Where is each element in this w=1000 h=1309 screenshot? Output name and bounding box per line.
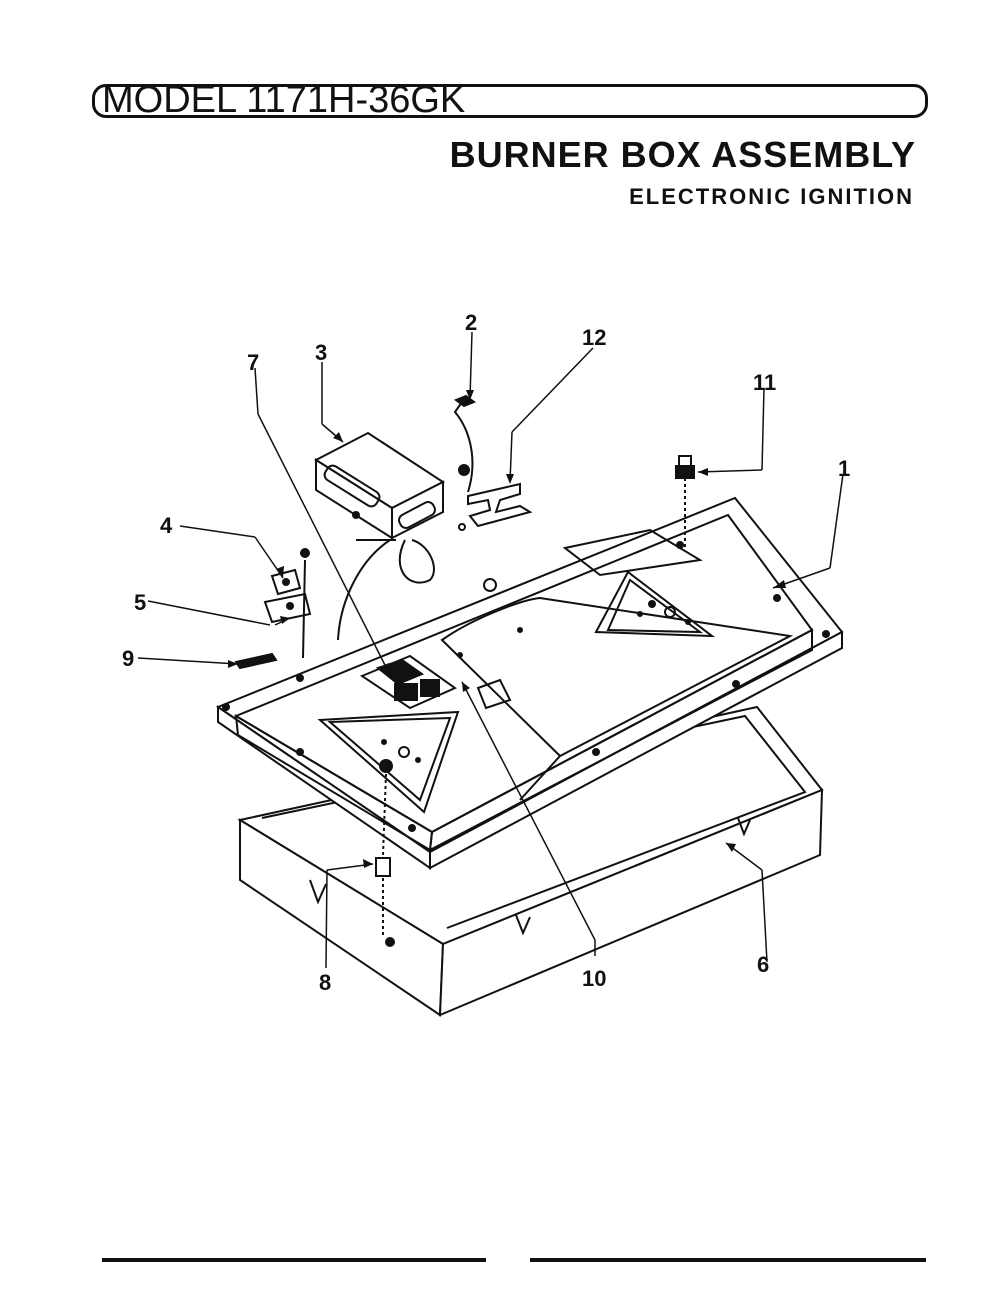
bracket <box>458 464 533 531</box>
callout-10: 10 <box>582 966 606 991</box>
callout-8: 8 <box>319 970 331 995</box>
callout-1: 1 <box>838 456 850 481</box>
model-number: MODEL 1171H-36GK <box>102 79 466 121</box>
mounting-hardware <box>234 548 312 670</box>
screw-part-11 <box>675 455 695 550</box>
footer-rule-right <box>530 1258 926 1262</box>
model-banner-frame <box>92 84 928 118</box>
callout-2: 2 <box>465 310 477 335</box>
callout-5: 5 <box>134 590 146 615</box>
callout-9: 9 <box>122 646 134 671</box>
fitting-part-8 <box>375 759 393 935</box>
callout-11: 11 <box>753 370 776 395</box>
leader-arrowheads <box>228 390 786 868</box>
ignition-lead <box>337 394 477 641</box>
lower-box-pan <box>237 705 824 1017</box>
assembly-subtitle: ELECTRONIC IGNITION <box>629 184 914 209</box>
callout-4: 4 <box>160 513 173 538</box>
callout-6: 6 <box>757 952 769 977</box>
ignition-box <box>313 431 445 541</box>
assembly-title: BURNER BOX ASSEMBLY <box>449 134 916 175</box>
footer-rule-left <box>102 1258 486 1262</box>
callout-12: 12 <box>582 325 606 350</box>
callout-3: 3 <box>315 340 327 365</box>
burner-box-tray <box>215 496 844 870</box>
callout-7: 7 <box>247 350 259 375</box>
